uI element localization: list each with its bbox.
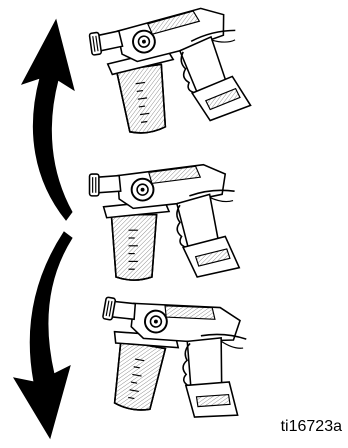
- figure-caption: ti16723a: [281, 418, 342, 436]
- sprayer-tilted-down: [88, 288, 256, 428]
- tilt-down-arrow: [14, 232, 72, 438]
- tilt-up-arrow: [22, 20, 74, 220]
- sprayer-level: [90, 165, 240, 280]
- sprayer-tilted-up: [88, 3, 252, 138]
